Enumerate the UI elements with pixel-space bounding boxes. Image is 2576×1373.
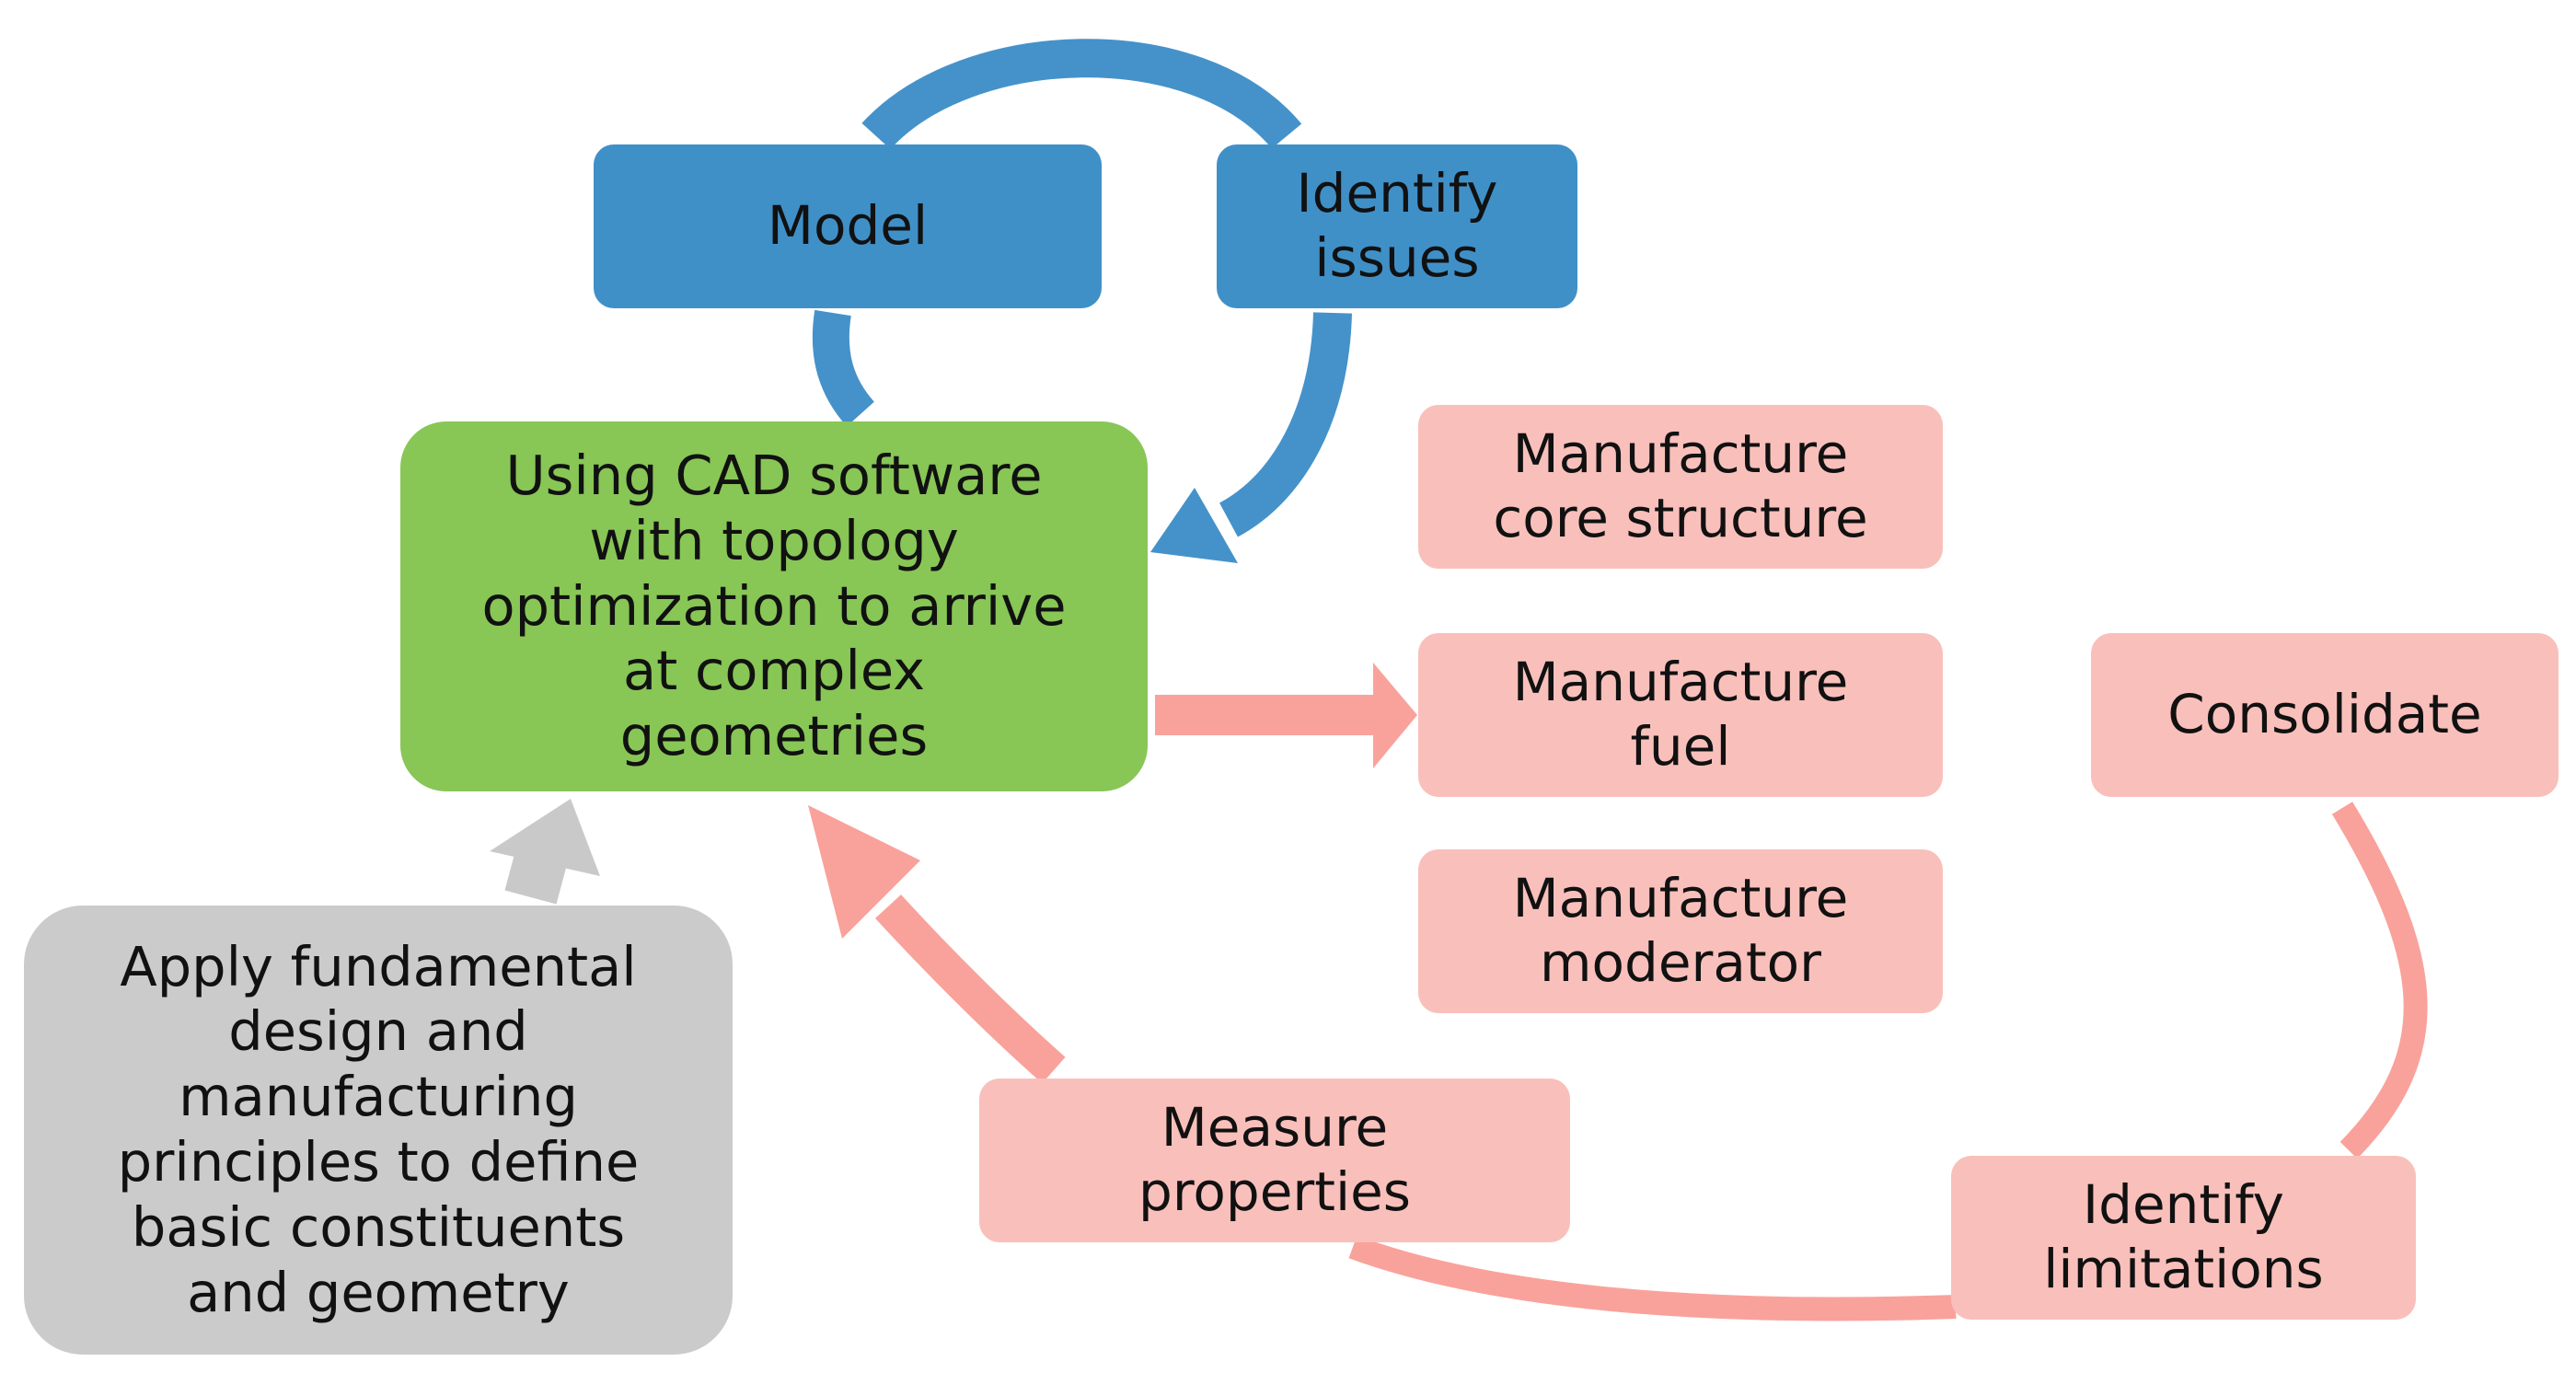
arc-limitations-to-measure xyxy=(1348,1235,1957,1321)
arrowhead-principles xyxy=(490,799,600,876)
consolidate-box: Consolidate xyxy=(2091,633,2559,797)
arc-model-to-issues xyxy=(861,39,1302,150)
cad-box: Using CAD software with topology optimiz… xyxy=(400,421,1148,791)
manufacture-core-box: Manufacture core structure xyxy=(1418,405,1943,569)
identify-limitations-box: Identify limitations xyxy=(1951,1156,2416,1320)
arrowhead-to-cad-blue xyxy=(1150,488,1238,563)
arrowhead-to-manufacture xyxy=(1373,663,1417,768)
manufacture-moderator-box: Manufacture moderator xyxy=(1418,849,1943,1013)
identify-limitations-label: Identify limitations xyxy=(2043,1173,2324,1300)
manufacture-fuel-box: Manufacture fuel xyxy=(1418,633,1943,797)
measure-properties-box: Measure properties xyxy=(979,1079,1570,1242)
consolidate-label: Consolidate xyxy=(2167,683,2482,746)
measure-properties-label: Measure properties xyxy=(1138,1096,1411,1223)
arrow-cad-to-manufacture-shaft xyxy=(1155,695,1376,735)
arrowhead-to-cad-pink xyxy=(808,805,920,939)
apply-principles-label: Apply fundamental design and manufacturi… xyxy=(117,934,640,1324)
arc-issues-to-cad xyxy=(1219,312,1352,537)
apply-principles-box: Apply fundamental design and manufacturi… xyxy=(24,906,733,1355)
arc-measure-to-cad xyxy=(874,894,1066,1084)
identify-issues-label: Identify issues xyxy=(1296,162,1498,289)
manufacture-core-label: Manufacture core structure xyxy=(1493,422,1868,549)
identify-issues-box: Identify issues xyxy=(1217,144,1577,308)
model-box: Model xyxy=(594,144,1102,308)
cad-label: Using CAD software with topology optimiz… xyxy=(481,444,1067,768)
arc-cad-to-model xyxy=(812,309,875,427)
manufacture-fuel-label: Manufacture fuel xyxy=(1512,651,1849,778)
manufacture-moderator-label: Manufacture moderator xyxy=(1512,867,1849,994)
model-label: Model xyxy=(767,194,929,258)
arc-consolidate-to-limitations xyxy=(2331,802,2428,1160)
